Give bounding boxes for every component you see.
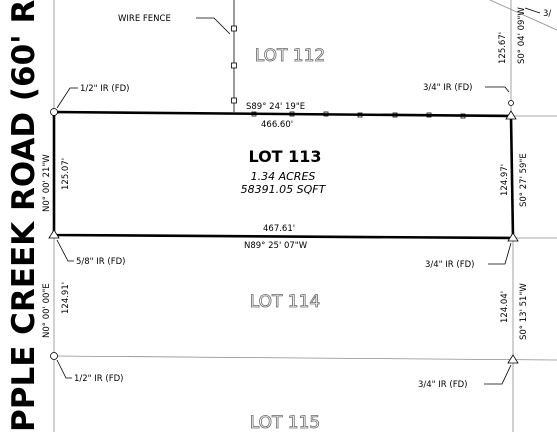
bearing-east-114: S0° 13' 51"W <box>519 283 529 340</box>
lot114-south-line <box>53 355 557 361</box>
distance-east-113: 124.97' <box>500 164 510 196</box>
corner-marker-se <box>507 232 519 242</box>
diagonal-top-right <box>489 0 557 31</box>
distance-south: 467.61' <box>263 224 295 234</box>
corner-label-ne: 3/4" IR (FD) <box>423 83 472 93</box>
corner-label-sw114: 1/2" IR (FD) <box>74 374 123 384</box>
corner-marker-nw <box>50 108 58 116</box>
leader-nw <box>56 87 78 109</box>
distance-north: 466.60' <box>261 120 293 130</box>
leader-ne <box>485 86 510 93</box>
lot115-label: LOT 115 <box>250 413 320 432</box>
lot114-label: LOT 114 <box>250 292 320 312</box>
fence-post <box>231 62 237 69</box>
distance-west-113: 125.07' <box>61 158 71 190</box>
bearing-east-113: S0° 27' 59"E <box>519 153 529 207</box>
lot113-sqft: 58391.05 SQFT <box>241 183 327 196</box>
distance-east-112: 125.67' <box>498 32 508 64</box>
bearing-west-113: N0° 00' 21"W <box>42 154 52 212</box>
lot113-acres: 1.34 ACRES <box>251 170 316 183</box>
bearing-east-112: S0° 04' 09"W <box>517 7 527 64</box>
fence-label: WIRE FENCE <box>118 14 171 24</box>
road-label: PPLE CREEK ROAD (60' R.O.W.) <box>6 0 42 432</box>
corner-marker-sw114 <box>50 352 58 360</box>
lot112-label: LOT 112 <box>255 46 325 66</box>
corner-label-top-right: 3/ <box>543 9 551 19</box>
bearing-north: S89° 24' 19"E <box>246 102 305 112</box>
corner-marker-lot112-east <box>508 100 514 106</box>
corner-label-se: 3/4" IR (FD) <box>425 260 474 270</box>
leader-top-right <box>524 7 541 14</box>
bearing-south: N89° 25' 07"W <box>244 241 308 251</box>
leader-sw114 <box>56 359 72 379</box>
leader-sw <box>56 239 74 262</box>
fence-post <box>231 97 237 104</box>
distance-east-114: 124.04' <box>500 291 510 323</box>
corner-marker-ne <box>505 110 517 120</box>
corner-label-se114: 3/4" IR (FD) <box>418 380 467 390</box>
bearing-west-114: N0° 00' 00"E <box>42 283 52 338</box>
corner-label-nw: 1/2" IR (FD) <box>80 84 129 94</box>
corner-marker-se114 <box>507 354 519 364</box>
lot113-label: LOT 113 <box>248 147 321 166</box>
fence-leader <box>196 17 231 35</box>
leader-se114 <box>484 364 512 385</box>
corner-marker-sw <box>48 229 60 239</box>
leader-se <box>488 242 512 265</box>
corner-label-sw: 5/8" IR (FD) <box>76 257 125 267</box>
distance-west-114: 124.91' <box>61 282 71 314</box>
fence-post <box>231 25 237 32</box>
